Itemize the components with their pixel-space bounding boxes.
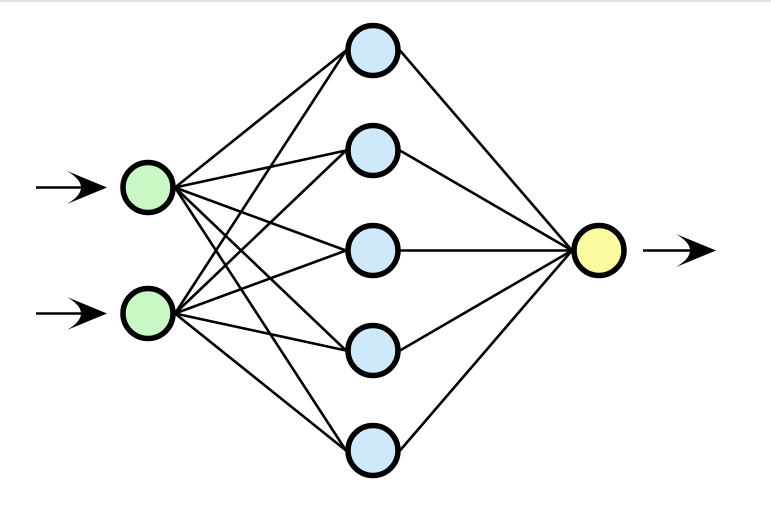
input-2-node: [120, 285, 176, 342]
hidden-3-node: [345, 222, 401, 279]
edge-input-1-hidden-2: [174, 149, 347, 189]
edge-input-1-hidden-1: [174, 49, 347, 189]
edge-input-1-hidden-5: [173, 186, 348, 452]
edges-group: [173, 49, 573, 452]
edge-hidden-1-output-1: [399, 49, 573, 252]
edge-input-2-hidden-1: [173, 49, 348, 315]
input-arrow-2-head-icon: [67, 297, 107, 330]
top-border-line: [0, 0, 771, 2]
edge-hidden-2-output-1: [399, 149, 573, 252]
edge-hidden-4-output-1: [399, 249, 573, 352]
edge-input-2-hidden-4: [174, 312, 347, 352]
hidden-4-node: [345, 322, 401, 379]
input-1-node: [120, 159, 176, 216]
hidden-1-node: [345, 22, 401, 79]
hidden-5-node: [345, 422, 401, 479]
edge-hidden-5-output-1: [399, 249, 573, 452]
output-1-node: [571, 222, 627, 279]
edge-input-2-hidden-3: [174, 249, 347, 315]
edge-input-1-hidden-4: [174, 186, 347, 352]
edge-input-2-hidden-2: [174, 149, 347, 315]
edge-input-1-hidden-3: [174, 186, 347, 252]
input-arrow-1-head-icon: [67, 171, 107, 204]
edge-input-2-hidden-5: [174, 312, 347, 452]
nodes-group: [120, 22, 627, 479]
arrows-group: [36, 171, 716, 330]
output-arrow-head-icon: [676, 234, 716, 267]
hidden-2-node: [345, 122, 401, 179]
